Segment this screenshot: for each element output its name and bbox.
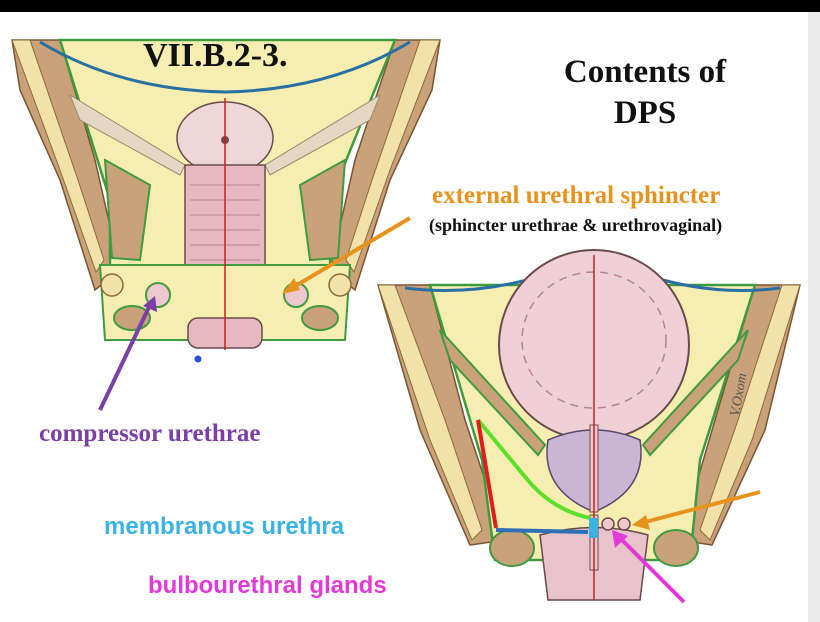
pink-arrow-head <box>612 530 628 548</box>
right-levator-ani <box>264 93 382 176</box>
left-crus <box>489 529 535 567</box>
blue-trace <box>495 528 589 534</box>
right-ischiocavernosus <box>301 305 339 331</box>
external-sphincter-label: external urethral sphincter <box>432 182 721 209</box>
orange-arrow-left-line <box>290 216 412 290</box>
left-obturator-internus <box>103 158 152 262</box>
female-coronal-section <box>11 38 441 363</box>
left-levator-2 <box>439 329 547 457</box>
arrows <box>98 216 761 604</box>
orange-arrow-left-head <box>282 278 300 294</box>
membranous-urethra-label: membranous urethra <box>104 513 345 540</box>
slide-code: VII.B.2-3. <box>143 37 288 74</box>
bulbourethral-glands-label: bulbourethral glands <box>148 572 387 599</box>
purple-arrow-line <box>98 304 152 411</box>
right-scroll-margin <box>808 12 820 622</box>
orange-arrow-right-head <box>632 515 650 530</box>
left-ischial-ramus <box>100 273 124 297</box>
pink-arrow-line <box>618 536 686 604</box>
right-ischial-ramus <box>328 273 352 297</box>
orange-arrow-right-line <box>644 490 761 524</box>
right-obturator-internus <box>298 158 347 262</box>
left-bone-2 <box>377 284 483 541</box>
slide-title: Contents of DPS <box>540 52 750 135</box>
male-coronal-section <box>377 249 801 601</box>
left-levator-ani <box>68 93 186 176</box>
right-bone <box>345 39 441 274</box>
slide-title-line1: Contents of <box>563 54 727 90</box>
green-trace <box>476 418 591 520</box>
top-black-bar <box>0 0 820 12</box>
compressor-urethrae-label: compressor urethrae <box>39 420 261 447</box>
external-sphincter-sublabel: (sphincter urethrae & urethrovaginal) <box>429 215 723 235</box>
purple-arrow-head <box>143 296 157 312</box>
right-levator-2 <box>641 329 749 457</box>
bulbourethral-gland-right <box>617 517 631 531</box>
right-crus <box>653 529 699 567</box>
slide-title-line2: DPS <box>613 95 677 132</box>
left-bone <box>11 39 105 274</box>
cursor-dot <box>194 355 202 363</box>
membranous-urethra-highlight <box>589 518 598 538</box>
red-trace <box>476 419 498 529</box>
peritoneum-line <box>39 40 411 94</box>
bulbourethral-gland-left <box>601 517 615 531</box>
right-bone-2 <box>699 284 801 541</box>
